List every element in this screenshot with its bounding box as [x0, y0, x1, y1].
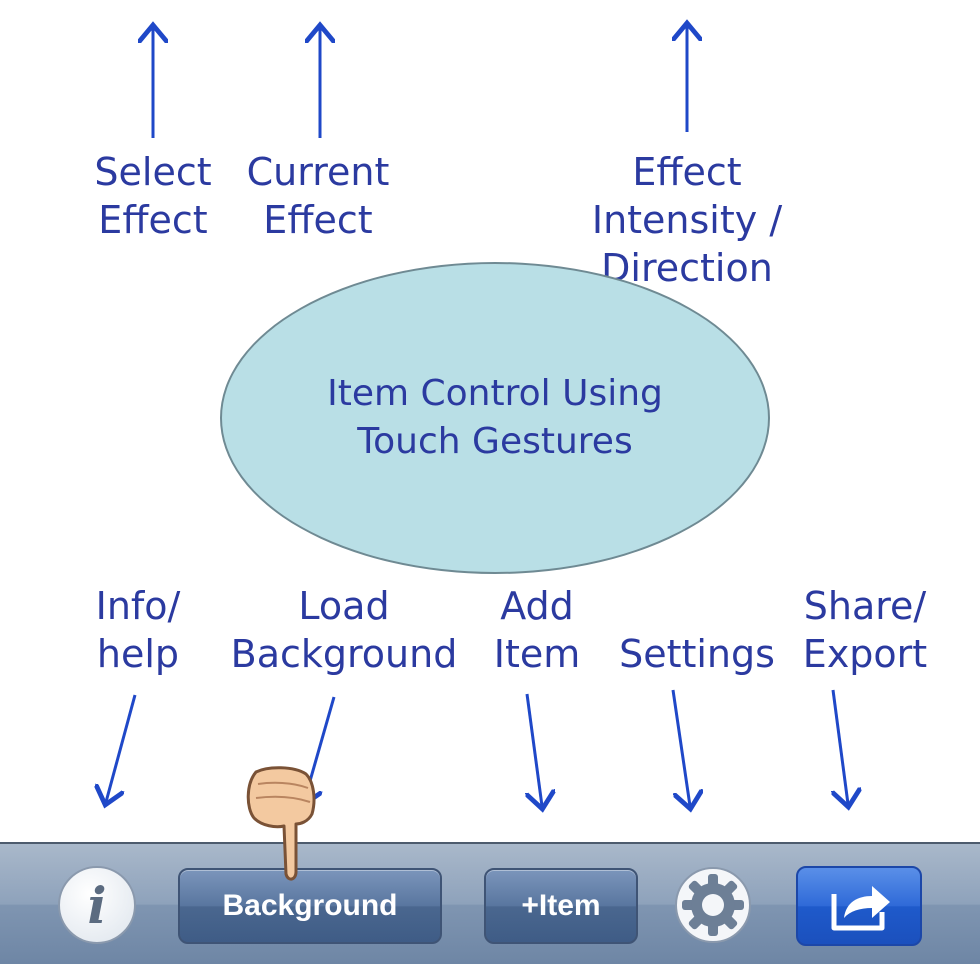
background-button-label: Background — [222, 889, 398, 922]
touch-gesture-area[interactable]: Item Control Using Touch Gestures — [220, 262, 770, 574]
arrow-share-export — [833, 689, 848, 804]
gear-icon[interactable] — [674, 866, 752, 944]
arrow-settings — [671, 689, 690, 806]
background-button[interactable]: Background — [178, 868, 442, 944]
settings-label: Settings — [619, 632, 775, 676]
info-help-label: Info/ help — [95, 584, 181, 676]
add-item-button[interactable]: +Item — [484, 868, 638, 944]
share-icon — [831, 886, 890, 931]
current-effect-label: Current Effect — [246, 150, 390, 242]
bottom-toolbar: i Background +Item — [0, 842, 980, 964]
touch-gesture-label: Item Control Using Touch Gestures — [327, 373, 663, 462]
share-button[interactable] — [796, 866, 922, 946]
load-background-label: Load Background — [230, 584, 458, 676]
pointing-hand-icon — [246, 766, 316, 881]
info-icon[interactable]: i — [58, 866, 136, 944]
add-item-label: Add Item — [493, 584, 581, 676]
select-effect-label: Select Effect — [94, 150, 212, 242]
arrow-info-help — [106, 694, 137, 802]
add-item-button-label: +Item — [521, 889, 601, 922]
share-export-label: Share/ Export — [802, 584, 928, 676]
info-icon-glyph: i — [87, 875, 107, 935]
arrow-add-item — [527, 693, 542, 806]
